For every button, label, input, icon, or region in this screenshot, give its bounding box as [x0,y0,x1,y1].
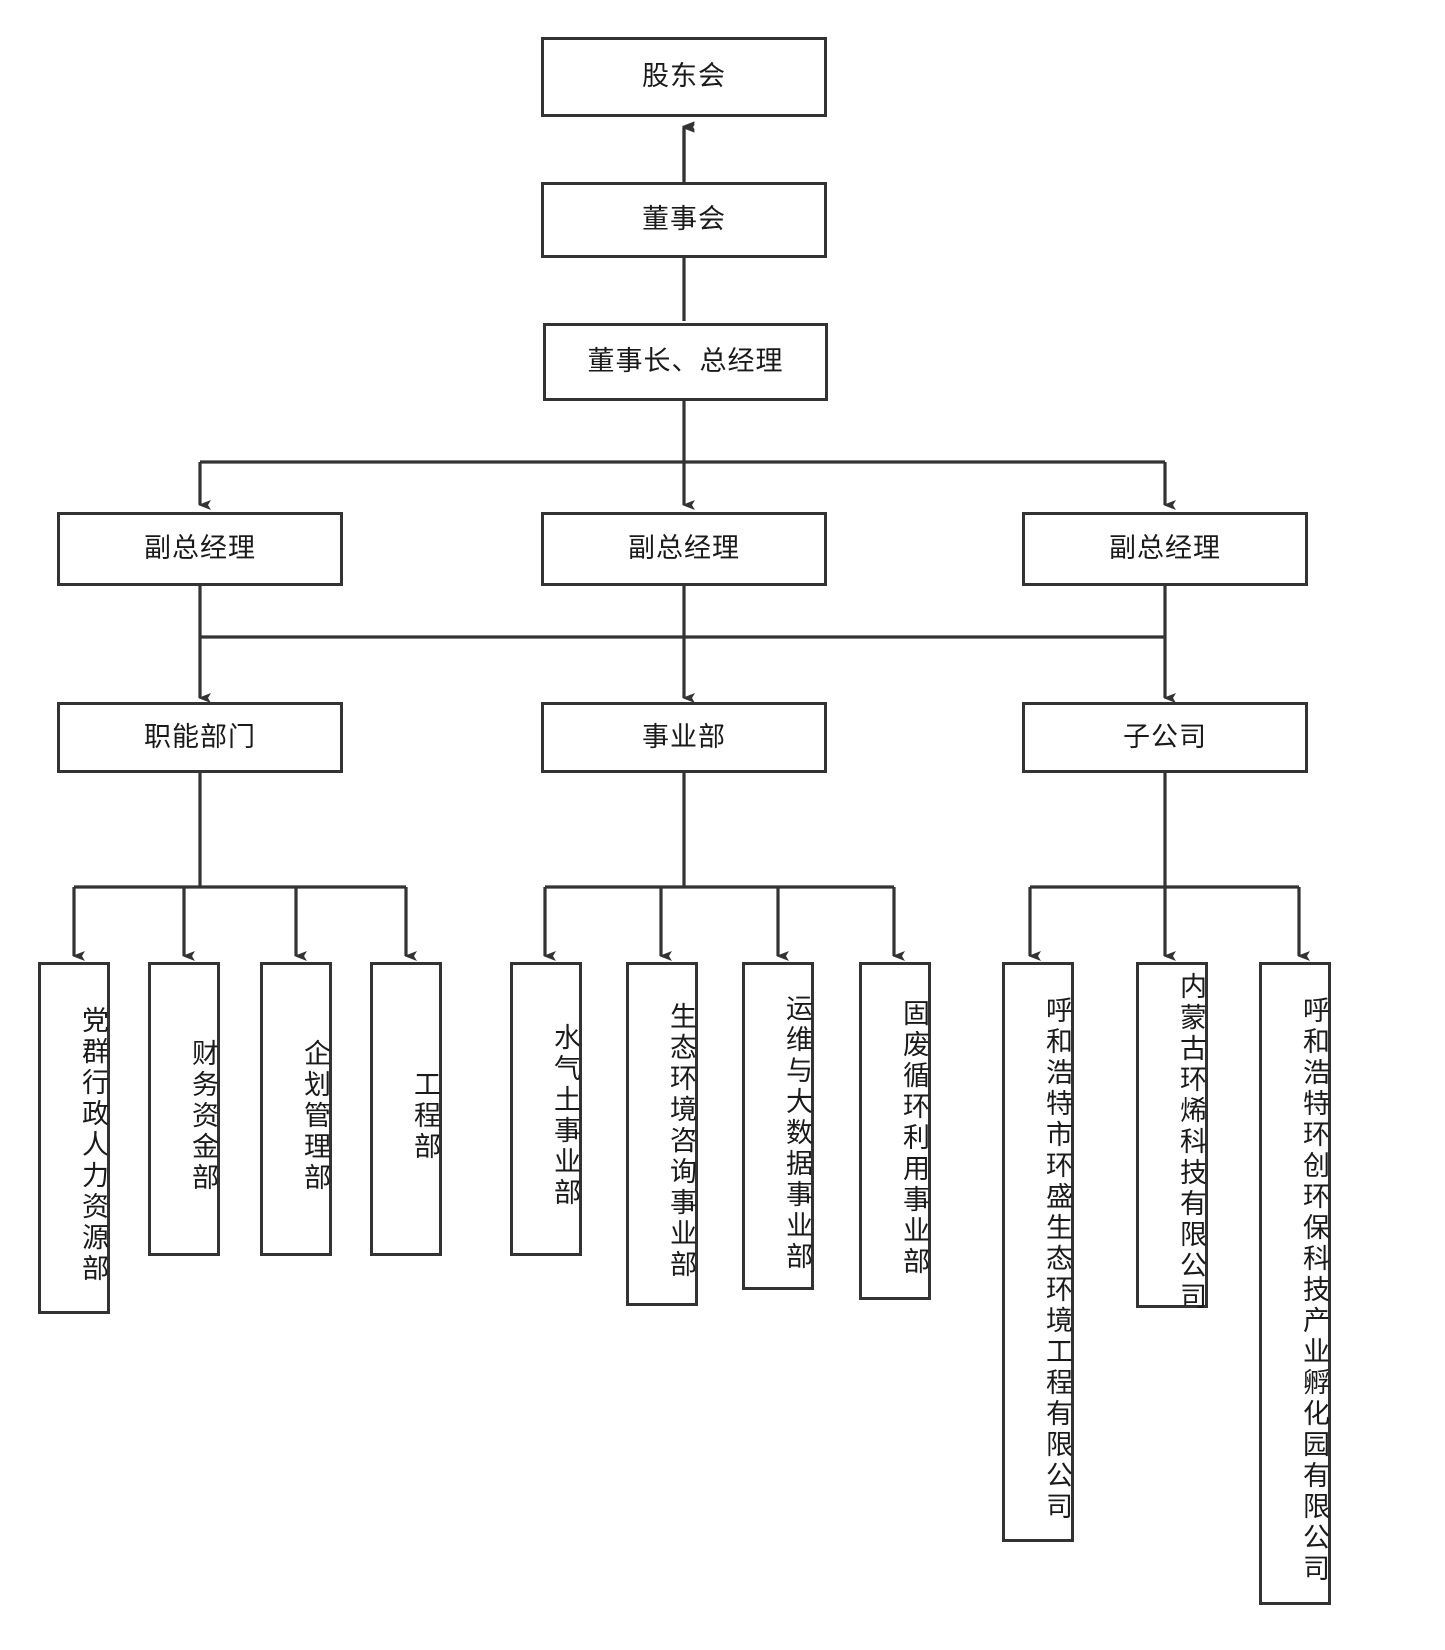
node-functional-department-item[interactable]: 党群行政人力资源部 [38,962,110,1314]
node-business-division-item[interactable]: 固废循环利用事业部 [859,962,931,1300]
node-chairman-general-manager[interactable]: 董事长、总经理 [543,323,828,401]
node-label: 运维与大数据事业部 [782,993,812,1273]
node-label: 党群行政人力资源部 [78,1005,108,1285]
node-label: 副总经理 [144,533,256,564]
node-label: 股东会 [642,61,726,92]
node-label: 事业部 [642,721,726,752]
node-label: 副总经理 [628,533,740,564]
node-label: 生态环境咨询事业部 [666,1001,696,1281]
node-functional-department-item[interactable]: 工程部 [370,962,442,1256]
node-label: 企划管理部 [300,1038,330,1194]
node-label: 固废循环利用事业部 [899,998,929,1278]
node-subsidiary-item[interactable]: 呼和浩特环创环保科技产业孵化园有限公司 [1259,962,1331,1605]
node-business-divisions[interactable]: 事业部 [541,702,827,773]
node-label: 呼和浩特市环盛生态环境工程有限公司 [1042,995,1072,1523]
node-label: 财务资金部 [188,1038,218,1194]
node-deputy-general-manager-1[interactable]: 副总经理 [57,512,343,586]
node-business-division-item[interactable]: 水气土事业部 [510,962,582,1256]
node-deputy-general-manager-3[interactable]: 副总经理 [1022,512,1308,586]
node-business-division-item[interactable]: 运维与大数据事业部 [742,962,814,1290]
node-deputy-general-manager-2[interactable]: 副总经理 [541,512,827,586]
node-business-division-item[interactable]: 生态环境咨询事业部 [626,962,698,1306]
node-board-of-directors[interactable]: 董事会 [541,182,827,258]
node-label: 工程部 [410,1069,440,1163]
node-functional-department-item[interactable]: 企划管理部 [260,962,332,1256]
node-label: 呼和浩特环创环保科技产业孵化园有限公司 [1299,996,1329,1585]
node-shareholders-meeting[interactable]: 股东会 [541,37,827,117]
node-label: 董事会 [642,204,726,235]
node-label: 子公司 [1123,721,1207,752]
node-label: 内蒙古环烯科技有限公司 [1176,971,1206,1313]
node-label: 水气土事业部 [550,1023,580,1209]
node-subsidiary-item[interactable]: 内蒙古环烯科技有限公司 [1136,962,1208,1313]
node-subsidiary-item[interactable]: 呼和浩特市环盛生态环境工程有限公司 [1002,962,1074,1542]
node-subsidiaries[interactable]: 子公司 [1022,702,1308,773]
node-label: 副总经理 [1109,533,1221,564]
node-label: 职能部门 [144,721,256,752]
node-functional-department-item[interactable]: 财务资金部 [148,962,220,1256]
node-label: 董事长、总经理 [587,346,784,377]
node-functional-departments[interactable]: 职能部门 [57,702,343,773]
